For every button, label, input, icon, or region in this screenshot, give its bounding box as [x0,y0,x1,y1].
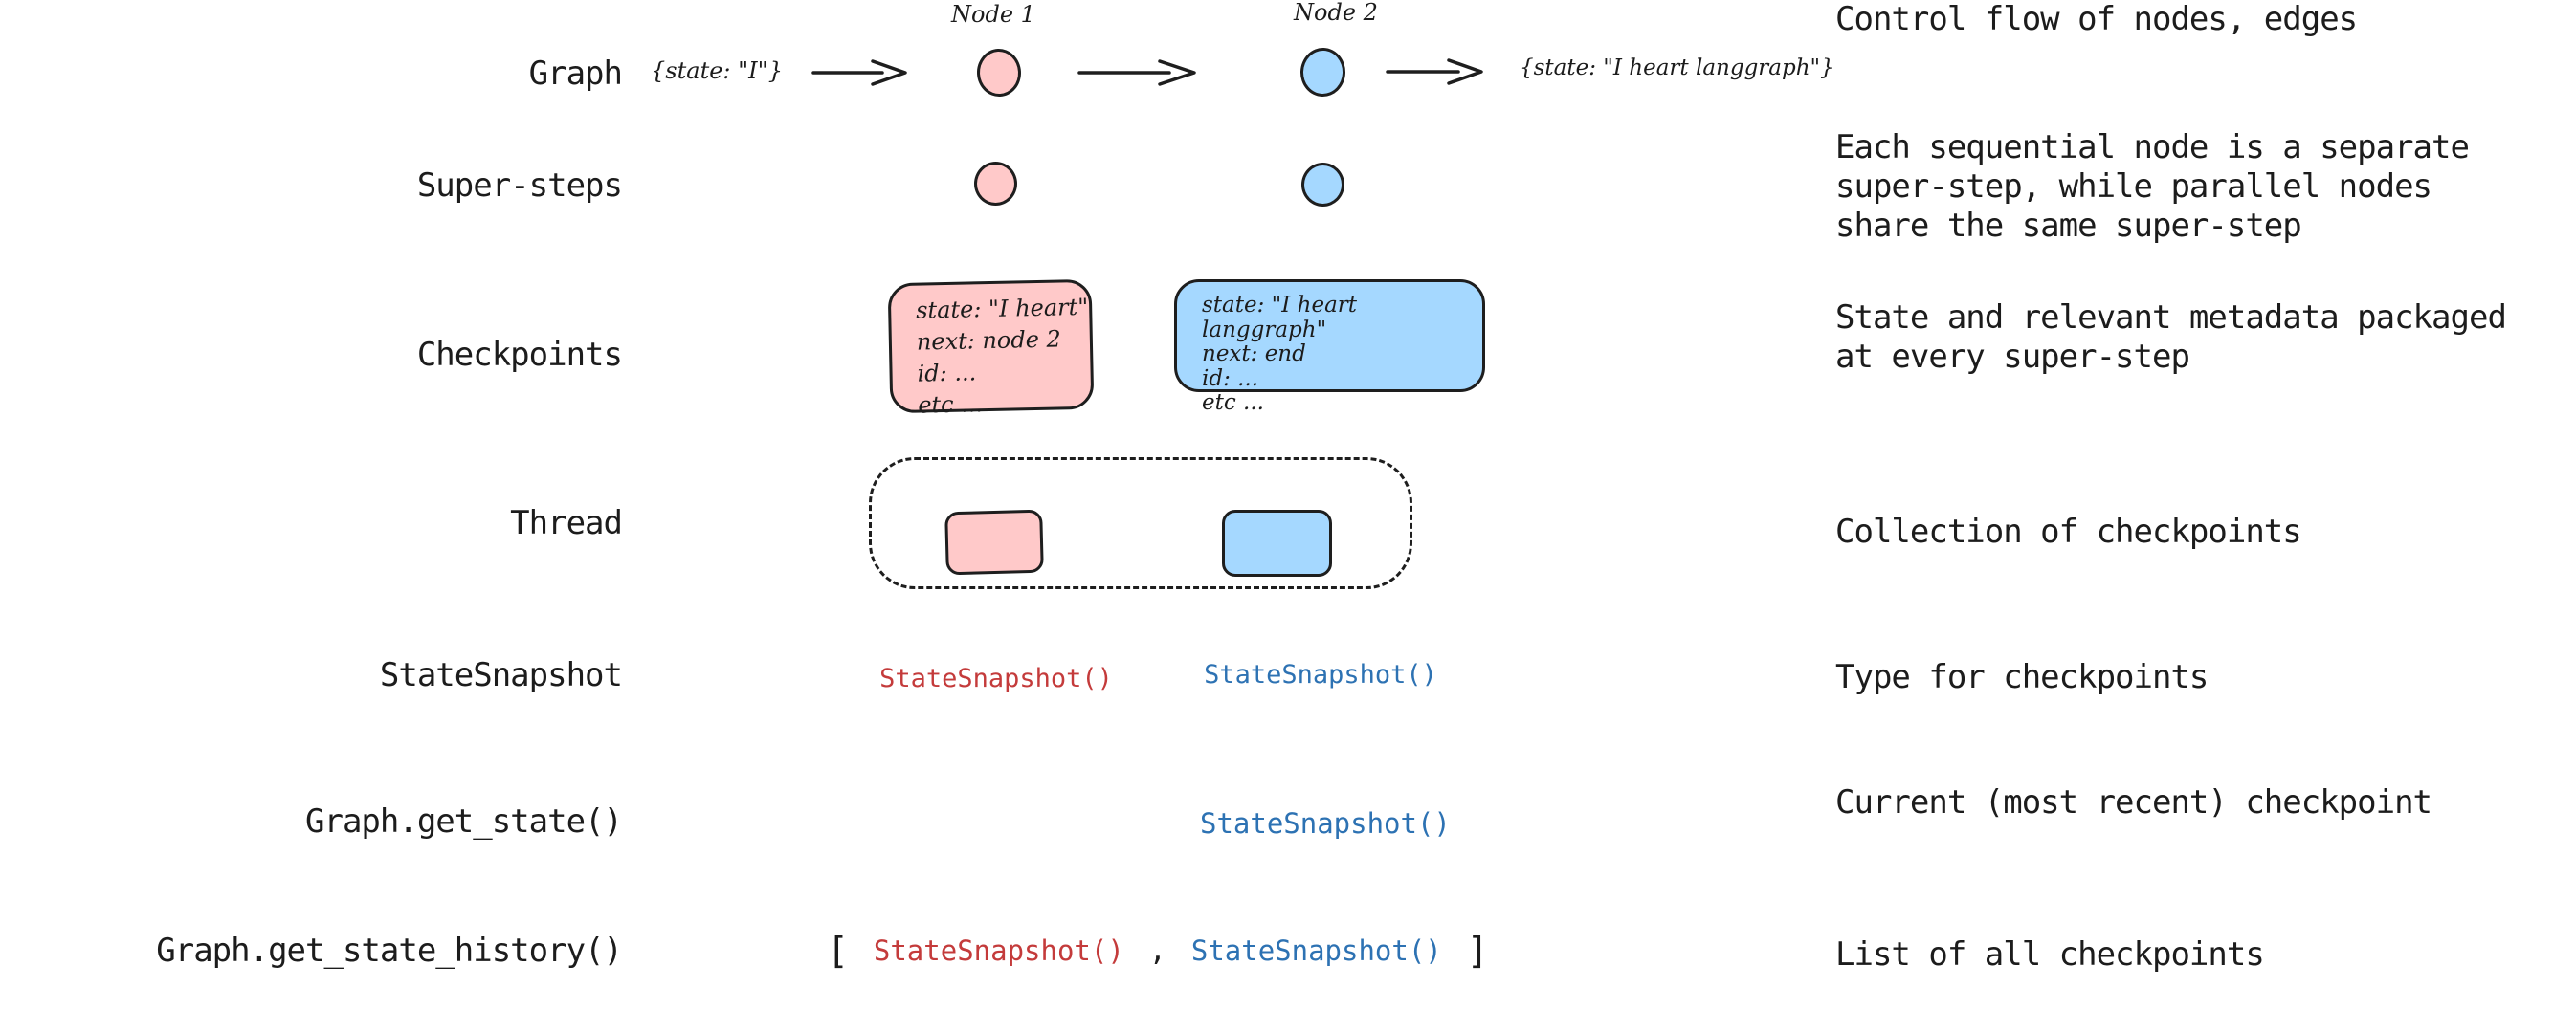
row-label-super-steps: Super-steps [416,166,623,205]
row-label-get-state-history: Graph.get_state_history() [156,932,623,970]
history-item-blue-code: StateSnapshot() [1190,934,1442,967]
description-line: Each sequential node is a separate [1835,128,2470,166]
description-line: at every super-step [1835,338,2190,376]
checkpoint-card-node1: state: "I heart" next: node 2 id: ... et… [887,278,1095,419]
row-label-graph: Graph [528,55,623,93]
checkpoint-card-node2: state: "I heart langgraph" next: end id:… [1174,279,1485,415]
node-1-circle [975,47,1023,99]
description-graph: Control flow of nodes, edges [1835,0,2358,38]
arrow-right-icon [1386,58,1483,85]
open-bracket: [ [827,930,849,972]
statesnapshot-blue-code: StateSnapshot() [1204,660,1437,690]
thread-checkpoint-blue [1222,510,1332,577]
card-line: next: end [1202,341,1306,366]
input-state-annotation: {state: "I"} [651,57,783,84]
card-line: etc ... [1202,390,1264,415]
description-line: super-step, while parallel nodes [1835,167,2432,206]
description-line: share the same super-step [1835,207,2302,245]
get-state-result-code: StateSnapshot() [1200,807,1451,840]
description-line: State and relevant metadata packaged [1835,298,2507,337]
description-thread: Collection of checkpoints [1835,513,2302,551]
output-state-annotation: {state: "I heart langgraph"} [1520,55,1834,80]
card-line: id: ... [1202,365,1259,391]
history-item-red-code: StateSnapshot() [873,934,1124,967]
card-line: state: "I heart langgraph" [1202,293,1358,342]
get-state-history-result-list: [ StateSnapshot() , StateSnapshot() ] [827,928,1489,974]
card-line: etc ... [917,390,984,419]
list-comma: , [1148,933,1166,968]
arrow-right-icon [811,59,907,86]
super-step-1-circle [974,162,1017,206]
node-2-circle [1299,47,1346,98]
description-checkpoints: State and relevant metadata packaged at … [1835,298,2507,377]
card-line: id: ... [917,359,977,387]
node-1-label: Node 1 [951,1,1035,28]
description-get-state: Current (most recent) checkpoint [1835,783,2432,822]
description-super-steps: Each sequential node is a separate super… [1835,128,2470,246]
arrow-right-icon [1077,59,1196,86]
description-statesnapshot: Type for checkpoints [1835,658,2209,696]
description-get-state-history: List of all checkpoints [1835,935,2265,974]
super-step-2-circle [1301,163,1344,207]
row-label-statesnapshot: StateSnapshot [379,656,623,694]
row-label-get-state: Graph.get_state() [305,802,623,841]
statesnapshot-red-code: StateSnapshot() [879,664,1113,693]
thread-checkpoint-pink [944,509,1044,576]
thread-dashed-boundary [869,457,1412,589]
node-2-label: Node 2 [1294,0,1378,26]
card-line: next: node 2 [916,325,1062,356]
row-label-checkpoints: Checkpoints [416,336,623,374]
card-line: state: "I heart" [915,293,1089,324]
close-bracket: ] [1466,930,1489,972]
row-label-thread: Thread [510,504,623,542]
